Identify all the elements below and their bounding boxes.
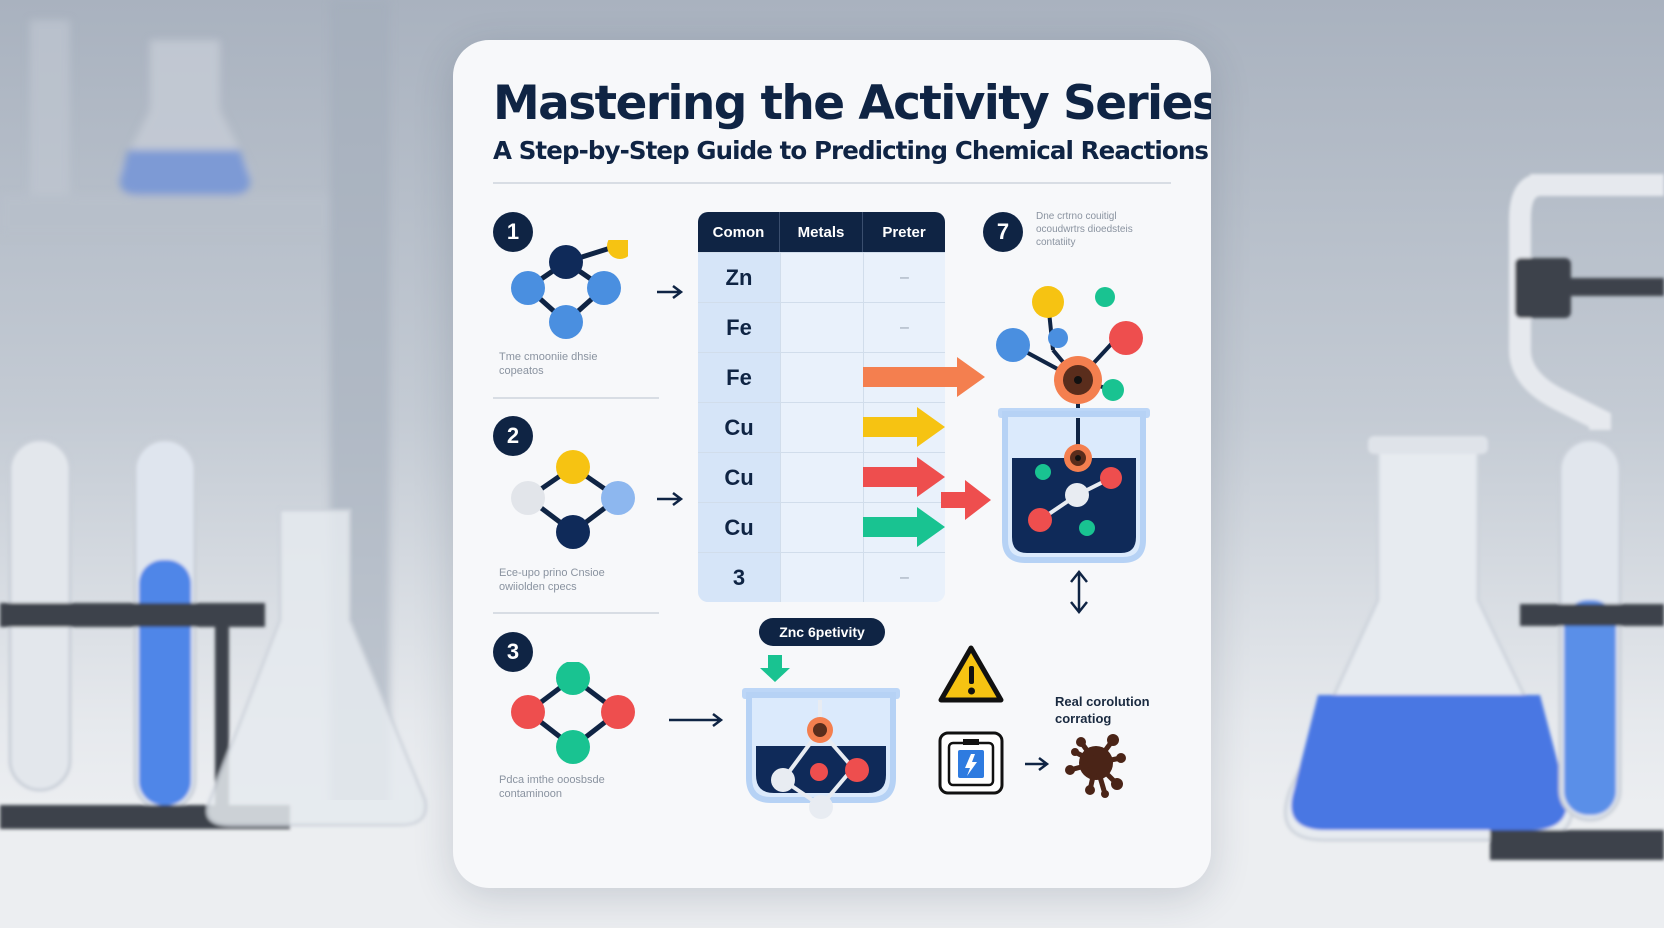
metals-cell xyxy=(780,303,863,352)
step-2-number: 2 xyxy=(493,416,533,456)
step-1-molecule-icon xyxy=(511,240,628,339)
bottom-arrow-icon xyxy=(1025,757,1050,771)
column-header-preter: Preter xyxy=(882,223,926,241)
double-arrow-icon xyxy=(1070,569,1088,615)
metals-cell xyxy=(780,453,863,502)
step-3-molecule-icon xyxy=(511,662,635,764)
warning-triangle-icon xyxy=(938,645,1004,703)
step-2-caption: Ece-upo prino Cnsioe owiiolden cpecs xyxy=(499,567,605,593)
metals-cell xyxy=(780,503,863,552)
metals-cell xyxy=(780,403,863,452)
green-down-arrow-icon xyxy=(760,655,790,682)
step-1-number: 1 xyxy=(493,212,533,252)
rust-splat-icon xyxy=(1065,734,1126,798)
column-header-common: Comon xyxy=(698,212,780,252)
step-1-caption: Tme cmooniie dhsie copeatos xyxy=(499,351,598,377)
step-3-caption: Pdca imthe ooosbsde contaminoon xyxy=(499,774,605,800)
table-row: 3– xyxy=(698,552,945,602)
page-subtitle: A Step-by-Step Guide to Predicting Chemi… xyxy=(493,136,1209,165)
page-title: Mastering the Activity Series: xyxy=(493,76,1211,131)
reaction-beaker-bottom xyxy=(742,688,900,819)
metal-symbol-cell: Fe xyxy=(698,303,780,352)
table-row: Cu xyxy=(698,402,945,452)
step-7-number: 7 xyxy=(983,212,1023,252)
metal-symbol-cell: Fe xyxy=(698,353,780,402)
metal-symbol-cell: Cu xyxy=(698,503,780,552)
background-flask-right xyxy=(1284,174,1664,860)
column-header-metals: Metals xyxy=(780,212,863,252)
metal-symbol-cell: Cu xyxy=(698,453,780,502)
battery-icon xyxy=(938,731,1004,795)
step-3-number: 3 xyxy=(493,632,533,672)
metals-cell xyxy=(780,353,863,402)
table-row: Cu xyxy=(698,452,945,502)
title-divider xyxy=(493,182,1171,184)
infographic-card: Mastering the Activity Series: A Step-by… xyxy=(453,40,1211,888)
step-1-arrow-icon xyxy=(657,285,684,299)
step-2-molecule-icon xyxy=(511,450,635,549)
metals-cell xyxy=(780,553,863,602)
table-header: Comon Metals Preter xyxy=(698,212,945,252)
preter-cell xyxy=(863,453,945,502)
preter-cell xyxy=(863,353,945,402)
preter-cell xyxy=(863,503,945,552)
metal-symbol-cell: 3 xyxy=(698,553,780,602)
step-2-arrow-icon xyxy=(657,492,684,506)
table-row: Fe – xyxy=(698,302,945,352)
preter-cell: – xyxy=(863,553,945,602)
preter-cell: – xyxy=(863,253,945,302)
step-2-divider xyxy=(493,612,659,614)
step-7-caption: Dne crtrno couitigl ocoudwrtrs dioedstei… xyxy=(1036,211,1133,248)
background-test-tubes xyxy=(0,438,428,829)
metal-symbol-cell: Zn xyxy=(698,253,780,302)
preter-cell: – xyxy=(863,303,945,352)
red-side-arrow-icon xyxy=(941,480,991,520)
reaction-label-pill: Znc 6petivity xyxy=(759,618,885,646)
warning-caption: Real corolution corratiog xyxy=(1055,694,1150,726)
reaction-beaker-right xyxy=(996,286,1150,563)
step-3-arrow-icon xyxy=(669,713,724,727)
preter-cell xyxy=(863,403,945,452)
table-row: Zn – xyxy=(698,252,945,302)
table-row: Fe xyxy=(698,352,945,402)
metal-symbol-cell: Cu xyxy=(698,403,780,452)
step-1-divider xyxy=(493,397,659,399)
metals-cell xyxy=(780,253,863,302)
table-row: Cu xyxy=(698,502,945,552)
